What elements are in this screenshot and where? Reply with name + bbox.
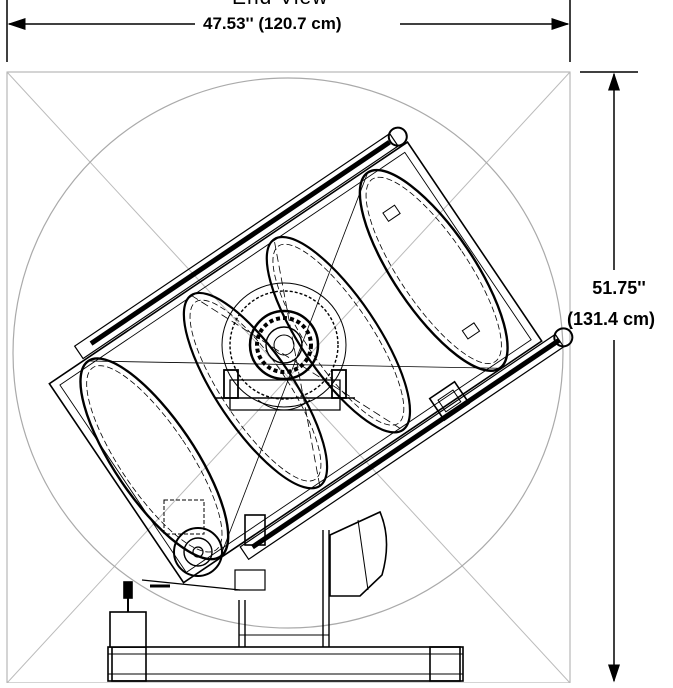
motor-seam	[357, 519, 369, 591]
width-dimension-label: 47.53'' (120.7 cm)	[200, 14, 345, 34]
tube-assembly	[48, 126, 574, 584]
height-dimension-metric-label: (131.4 cm)	[566, 309, 656, 329]
declination-gear	[221, 282, 347, 408]
swing-circle	[12, 77, 564, 629]
base-frame	[107, 581, 464, 682]
motor-housing	[329, 510, 388, 597]
lower-drive-wheel	[141, 499, 266, 591]
height-dimension-imperial-label: 51.75''	[592, 278, 646, 298]
view-title: End View	[232, 0, 328, 10]
drive-assembly	[215, 369, 355, 411]
pier	[238, 530, 330, 647]
